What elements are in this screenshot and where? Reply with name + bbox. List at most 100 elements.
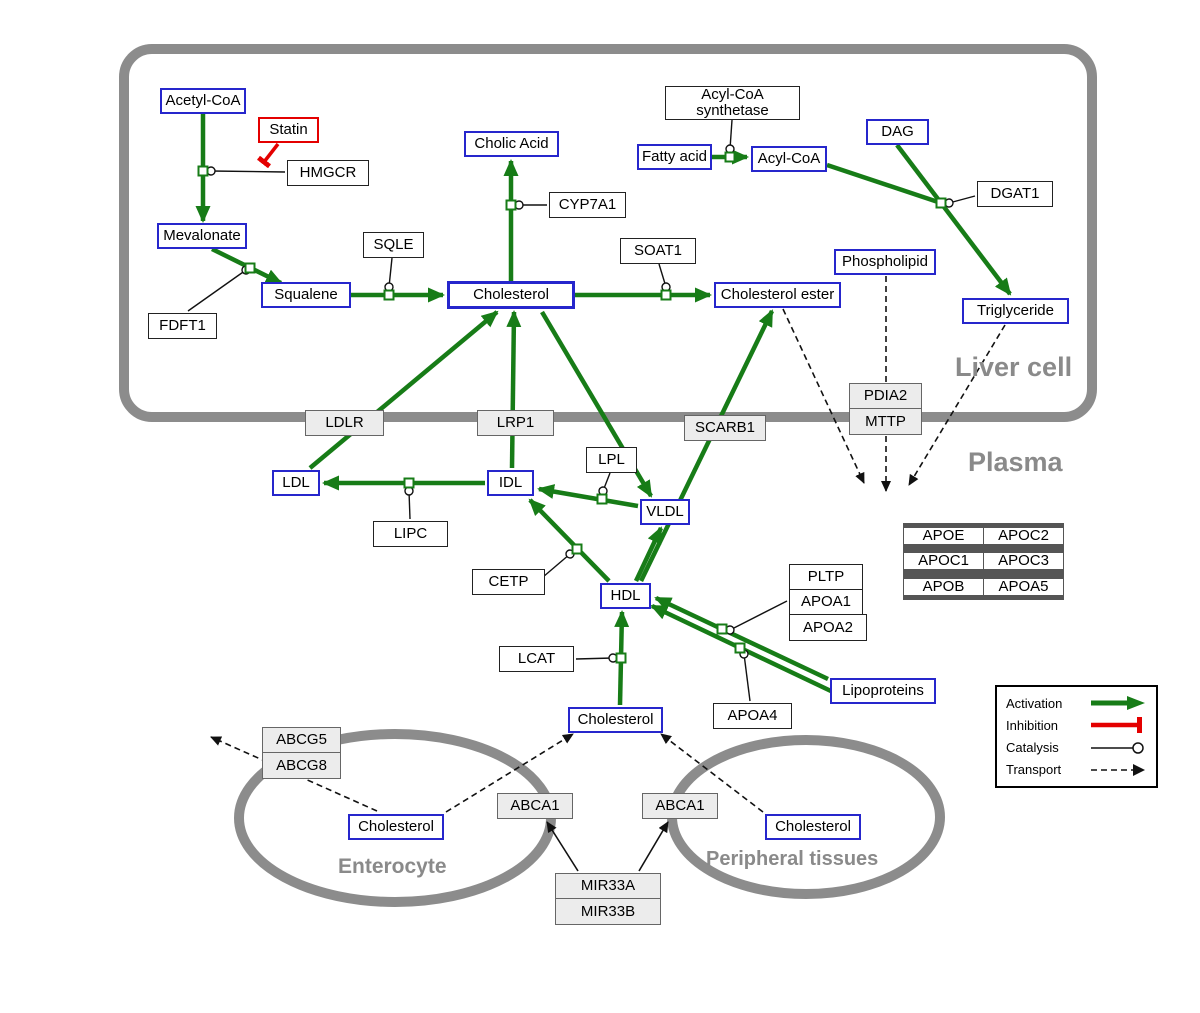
apo-cell-apoc1[interactable]: APOC1 xyxy=(904,553,983,570)
legend-activation-label: Activation xyxy=(1006,695,1063,711)
edge-activation-9 xyxy=(308,310,499,470)
node-fatty-acid[interactable]: Fatty acid xyxy=(637,144,712,170)
catalysis-circle-icon xyxy=(1091,741,1144,754)
edge-catalysis-31 xyxy=(725,600,788,635)
node-lcat[interactable]: LCAT xyxy=(499,646,574,672)
node-dag[interactable]: DAG xyxy=(866,119,929,145)
node-mevalonate[interactable]: Mevalonate xyxy=(157,223,247,249)
node-hdl[interactable]: HDL xyxy=(600,583,651,609)
apo-cell-apoe[interactable]: APOE xyxy=(904,528,983,545)
node-cholesterol-ester[interactable]: Cholesterol ester xyxy=(714,282,841,308)
node-triglyceride[interactable]: Triglyceride xyxy=(962,298,1069,324)
node-lipoproteins[interactable]: Lipoproteins xyxy=(830,678,936,704)
reaction-anchor-8 xyxy=(403,477,415,489)
node-cholesterol-enterocyte[interactable]: Cholesterol xyxy=(348,814,444,840)
node-apoa2[interactable]: APOA2 xyxy=(789,614,867,641)
node-hmgcr[interactable]: HMGCR xyxy=(287,160,369,186)
apo-cell-apoc3[interactable]: APOC3 xyxy=(984,553,1063,570)
reaction-anchor-2 xyxy=(383,289,395,301)
node-statin[interactable]: Statin xyxy=(258,117,319,143)
inhibition-tbar-icon xyxy=(1091,717,1142,734)
activation-arrow-icon xyxy=(1091,696,1145,711)
apo-cell-apoc2[interactable]: APOC2 xyxy=(984,528,1063,545)
legend-inhibition-label: Inhibition xyxy=(1006,717,1059,733)
node-ldlr[interactable]: LDLR xyxy=(305,410,384,436)
legend-catalysis-label: Catalysis xyxy=(1006,740,1059,756)
node-abca1-peripheral[interactable]: ABCA1 xyxy=(642,793,718,819)
enterocyte-label: Enterocyte xyxy=(338,855,447,878)
node-mir33b[interactable]: MIR33B xyxy=(555,898,661,925)
node-phospholipid[interactable]: Phospholipid xyxy=(834,249,936,275)
edge-catalysis-22 xyxy=(384,257,394,292)
node-apoa1[interactable]: APOA1 xyxy=(789,589,863,615)
legend-row-activation: Activation xyxy=(1006,694,1147,712)
edge-activation-15 xyxy=(528,498,611,583)
node-vldl[interactable]: VLDL xyxy=(640,499,690,525)
edge-transport-37 xyxy=(445,733,574,813)
edge-activation-6 xyxy=(826,162,942,206)
edge-catalysis-28 xyxy=(598,472,611,496)
reaction-anchor-12 xyxy=(734,642,746,654)
node-pdia2[interactable]: PDIA2 xyxy=(849,383,922,409)
edge-catalysis-30 xyxy=(575,653,618,663)
node-dgat1[interactable]: DGAT1 xyxy=(977,181,1053,207)
reaction-anchor-10 xyxy=(615,652,627,664)
plasma-label: Plasma xyxy=(968,447,1063,477)
node-acyl-coa[interactable]: Acyl-CoA xyxy=(751,146,827,172)
edge-catalysis-32 xyxy=(739,649,751,702)
edge-catalysis-29 xyxy=(542,549,575,578)
transport-dashed-arrow-icon xyxy=(1091,763,1145,776)
node-idl[interactable]: IDL xyxy=(487,470,534,496)
reaction-anchor-5 xyxy=(724,151,736,163)
node-scarb1[interactable]: SCARB1 xyxy=(684,415,766,441)
legend: Activation Inhibition Catalysis Transpor… xyxy=(995,685,1158,788)
edge-regulation-39 xyxy=(546,821,579,872)
reaction-anchor-4 xyxy=(660,289,672,301)
edge-catalysis-24 xyxy=(658,263,671,292)
node-cyp7a1[interactable]: CYP7A1 xyxy=(549,192,626,218)
reaction-anchor-6 xyxy=(935,197,947,209)
reaction-anchor-3 xyxy=(505,199,517,211)
node-pltp[interactable]: PLTP xyxy=(789,564,863,590)
node-fdft1[interactable]: FDFT1 xyxy=(148,313,217,339)
peripheral-tissues-label: Peripheral tissues xyxy=(706,848,879,870)
node-abca1-enterocyte[interactable]: ABCA1 xyxy=(497,793,573,819)
edge-activation-11 xyxy=(638,309,775,582)
node-cholesterol-plasma[interactable]: Cholesterol xyxy=(568,707,663,733)
node-abcg8[interactable]: ABCG8 xyxy=(262,752,341,779)
node-cholesterol-liver[interactable]: Cholesterol xyxy=(447,281,575,309)
node-lrp1[interactable]: LRP1 xyxy=(477,410,554,436)
legend-transport-label: Transport xyxy=(1006,762,1062,778)
node-lpl[interactable]: LPL xyxy=(586,447,637,473)
node-abcg5[interactable]: ABCG5 xyxy=(262,727,341,753)
node-cholic-acid[interactable]: Cholic Acid xyxy=(464,131,559,157)
node-acetyl-coa[interactable]: Acetyl-CoA xyxy=(160,88,246,114)
legend-row-inhibition: Inhibition xyxy=(1006,716,1147,734)
node-mir33a[interactable]: MIR33A xyxy=(555,873,661,899)
legend-row-transport: Transport xyxy=(1006,761,1147,779)
edge-activation-8 xyxy=(939,201,1012,296)
node-squalene[interactable]: Squalene xyxy=(261,282,351,308)
edge-catalysis-26 xyxy=(944,195,976,208)
node-ldl[interactable]: LDL xyxy=(272,470,320,496)
apo-cell-apoa5[interactable]: APOA5 xyxy=(984,578,1063,595)
edge-catalysis-21 xyxy=(187,265,251,312)
node-acyl-coa-synthetase[interactable]: Acyl-CoA synthetase xyxy=(665,86,800,120)
node-apoa4[interactable]: APOA4 xyxy=(713,703,792,729)
node-mttp[interactable]: MTTP xyxy=(849,408,922,435)
node-cholesterol-peripheral[interactable]: Cholesterol xyxy=(765,814,861,840)
edge-catalysis-27 xyxy=(404,486,414,520)
node-lipc[interactable]: LIPC xyxy=(373,521,448,547)
apo-cell-apob[interactable]: APOB xyxy=(904,578,983,595)
legend-row-catalysis: Catalysis xyxy=(1006,739,1147,757)
liver-cell-label: Liver cell xyxy=(955,352,1073,382)
reaction-anchor-0 xyxy=(197,165,209,177)
node-cetp[interactable]: CETP xyxy=(472,569,545,595)
node-soat1[interactable]: SOAT1 xyxy=(620,238,696,264)
edge-activation-13 xyxy=(537,484,639,509)
node-sqle[interactable]: SQLE xyxy=(363,232,424,258)
